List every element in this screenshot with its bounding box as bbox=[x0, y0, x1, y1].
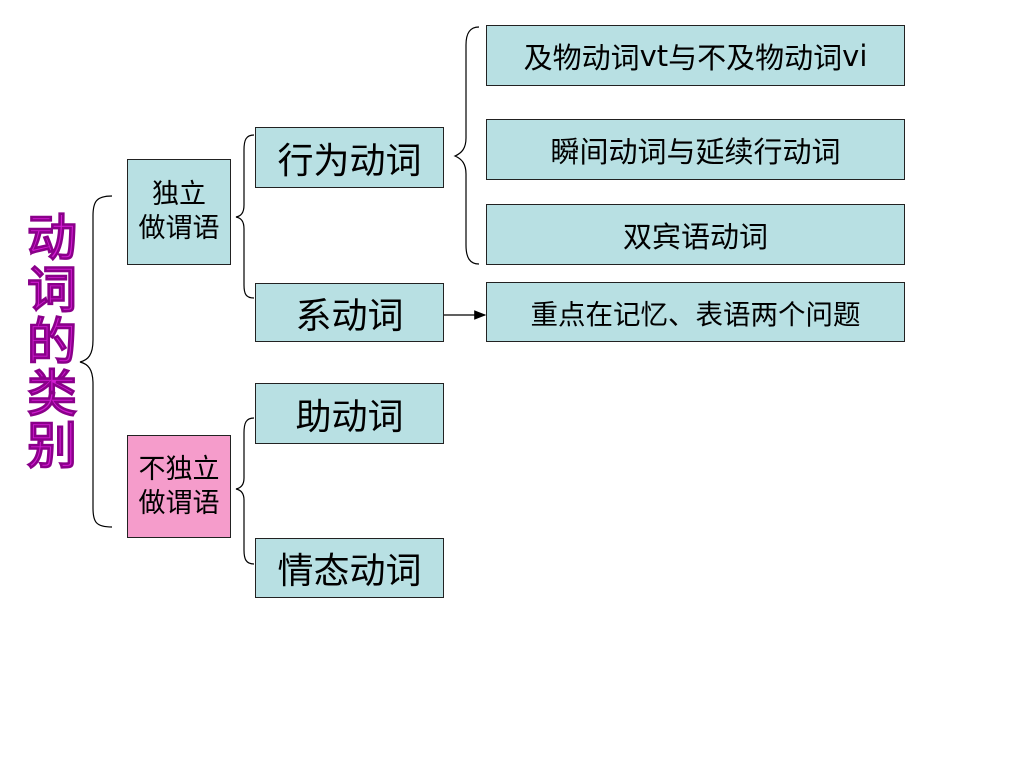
independent-predicate-box: 独立 做谓语 bbox=[127, 159, 231, 265]
independent-line1: 独立 bbox=[152, 179, 206, 210]
title-char: 的 bbox=[27, 313, 78, 371]
non-independent-line2: 做谓语 bbox=[138, 487, 220, 519]
diagram-title: 动 词 的 类 别 bbox=[22, 209, 82, 475]
title-char: 别 bbox=[27, 417, 78, 475]
linking-verb-box: 系动词 bbox=[255, 283, 444, 342]
non-independent-line1: 不独立 bbox=[138, 453, 220, 485]
non-independent-brace bbox=[235, 417, 255, 565]
intransitive-label: 与不及物动词 bbox=[668, 40, 843, 75]
action-brace bbox=[453, 26, 480, 265]
independent-brace bbox=[235, 134, 255, 299]
instant-durative-box: 瞬间动词与延续行动词 bbox=[486, 119, 905, 180]
vt-abbr: vt bbox=[639, 38, 669, 73]
modal-verb-box: 情态动词 bbox=[255, 538, 444, 598]
ditransitive-box: 双宾语动词 bbox=[486, 204, 905, 265]
independent-line2: 做谓语 bbox=[138, 213, 220, 244]
linking-verb-note-box: 重点在记忆、表语两个问题 bbox=[486, 282, 905, 342]
transitive-label: 及物动词 bbox=[523, 40, 640, 75]
title-char: 类 bbox=[27, 365, 78, 423]
title-char: 词 bbox=[27, 261, 78, 319]
action-verb-box: 行为动词 bbox=[255, 127, 444, 188]
auxiliary-verb-box: 助动词 bbox=[255, 383, 444, 444]
non-independent-predicate-box: 不独立 做谓语 bbox=[127, 435, 231, 538]
vi-abbr: vi bbox=[842, 38, 868, 73]
title-char: 动 bbox=[27, 209, 78, 267]
main-brace bbox=[79, 195, 113, 528]
